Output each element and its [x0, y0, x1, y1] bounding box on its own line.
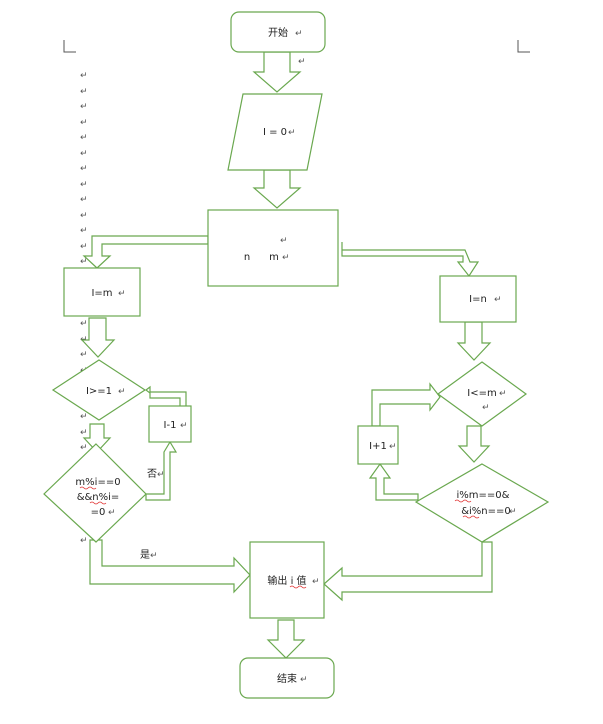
paragraph-mark: ↵: [150, 551, 158, 561]
start-terminal: [230, 11, 326, 53]
left-check-diamond: [43, 443, 147, 543]
paragraph-mark: ↵: [80, 87, 88, 97]
right-condition-label: I<=m: [467, 388, 496, 399]
paragraph-mark: ↵: [312, 577, 320, 587]
paragraph-mark: ↵: [157, 470, 165, 480]
paragraph-mark: ↵: [180, 421, 188, 431]
left-assign-label: I=m: [91, 288, 112, 299]
right-check-line-1: i%m==0&: [457, 490, 510, 501]
decrement-label: I-1: [164, 420, 177, 431]
arrow-increment-to-right-condition: [371, 382, 441, 427]
paragraph-mark: ↵: [80, 536, 88, 546]
inline-paragraph-marks: ↵ ↵ ↵ ↵ ↵ ↵ ↵ ↵ ↵ ↵ ↵ ↵ ↵ ↵ ↵ ↵ ↵ ↵: [108, 29, 517, 685]
arrow-left-assign-to-condition: [80, 317, 116, 358]
paragraph-mark: ↵: [80, 226, 88, 236]
left-condition-diamond: [51, 359, 147, 421]
decrement-box: [148, 405, 192, 443]
shapes: [43, 11, 550, 699]
left-condition-label: I>=1: [86, 386, 112, 397]
page-corner-marks: [63, 40, 530, 53]
output-label: 输出 i 值: [267, 574, 306, 587]
labels: 开始 I = 0 n m I=m I=n I>=1 I<=m I-1 I+1 m…: [75, 26, 510, 685]
no-label: 否: [147, 468, 157, 480]
paragraph-mark: ↵: [80, 149, 88, 159]
arrow-right-check-to-output: [323, 541, 493, 602]
paragraph-mark: ↵: [80, 257, 88, 267]
arrow-output-to-end: [266, 619, 306, 659]
increment-box: [357, 425, 399, 465]
yes-label: 是: [140, 549, 150, 561]
paragraph-mark: ↵: [80, 211, 88, 221]
paragraph-mark: ↵: [80, 443, 88, 453]
paragraph-mark: ↵: [80, 428, 88, 438]
paragraph-mark: ↵: [499, 389, 507, 399]
paragraph-mark: ↵: [80, 195, 88, 205]
end-terminal: [239, 657, 335, 699]
arrow-decrement-to-left-condition: [145, 385, 187, 410]
arrow-right-assign-to-condition: [456, 321, 492, 361]
arrow-input-to-process: [252, 169, 302, 209]
paragraph-mark: ↵: [80, 102, 88, 112]
paragraph-mark: ↵: [298, 57, 306, 67]
arrow-start-to-input: [252, 51, 302, 93]
paragraph-mark: ↵: [300, 675, 308, 685]
arrow-left-condition-to-check: [82, 423, 112, 453]
paragraph-mark: ↵: [118, 387, 126, 397]
paragraph-mark: ↵: [509, 507, 517, 517]
process-right-label: m: [269, 252, 279, 263]
connectors: [80, 51, 493, 659]
increment-label: I+1: [369, 441, 387, 452]
arrow-process-to-left-assign: [82, 235, 209, 269]
end-label: 结束: [277, 672, 297, 685]
paragraph-mark: ↵: [80, 180, 88, 190]
right-check-line-2: &i%n==0: [461, 506, 511, 517]
spellcheck-underlines: [79, 486, 480, 589]
paragraph-mark: ↵: [282, 253, 290, 263]
paragraph-mark: ↵: [108, 508, 116, 518]
paragraph-mark: ↵: [280, 236, 288, 246]
paragraph-mark: ↵: [80, 118, 88, 128]
right-check-diamond: [414, 463, 550, 543]
input-parallelogram: [227, 93, 323, 171]
arrow-process-to-right-assign: [341, 242, 480, 278]
arrow-right-check-to-increment: [368, 462, 419, 501]
paragraph-mark: ↵: [80, 133, 88, 143]
paragraph-mark: ↵: [288, 128, 296, 138]
arrow-left-check-to-decrement: [145, 440, 178, 501]
right-assign-label: I=n: [469, 294, 487, 305]
paragraph-mark: ↵: [80, 242, 88, 252]
output-box: [249, 541, 325, 619]
process-box: [207, 209, 339, 287]
paragraph-mark: ↵: [80, 164, 88, 174]
left-assign-box: [63, 267, 141, 317]
paragraph-mark: ↵: [118, 289, 126, 299]
paragraph-mark: ↵: [482, 403, 490, 413]
left-check-line-2: &&n%i=: [77, 492, 120, 503]
paragraph-mark: ↵: [80, 412, 88, 422]
paragraph-mark: ↵: [80, 319, 88, 329]
input-label: I = 0: [263, 127, 287, 138]
paragraph-mark: ↵: [80, 350, 88, 360]
left-check-line-1: m%i==0: [75, 477, 120, 488]
paragraph-mark: ↵: [295, 29, 303, 39]
paragraph-mark: ↵: [389, 442, 397, 452]
process-left-label: n: [244, 252, 250, 263]
start-label: 开始: [268, 26, 288, 39]
arrow-right-condition-to-check: [457, 425, 491, 463]
right-assign-box: [439, 275, 517, 323]
paragraph-mark: ↵: [80, 71, 88, 81]
left-check-line-3: =0: [91, 507, 106, 518]
paragraph-mark: ↵: [494, 295, 502, 305]
right-condition-diamond: [436, 361, 528, 427]
arrow-left-check-to-output: [89, 539, 251, 594]
